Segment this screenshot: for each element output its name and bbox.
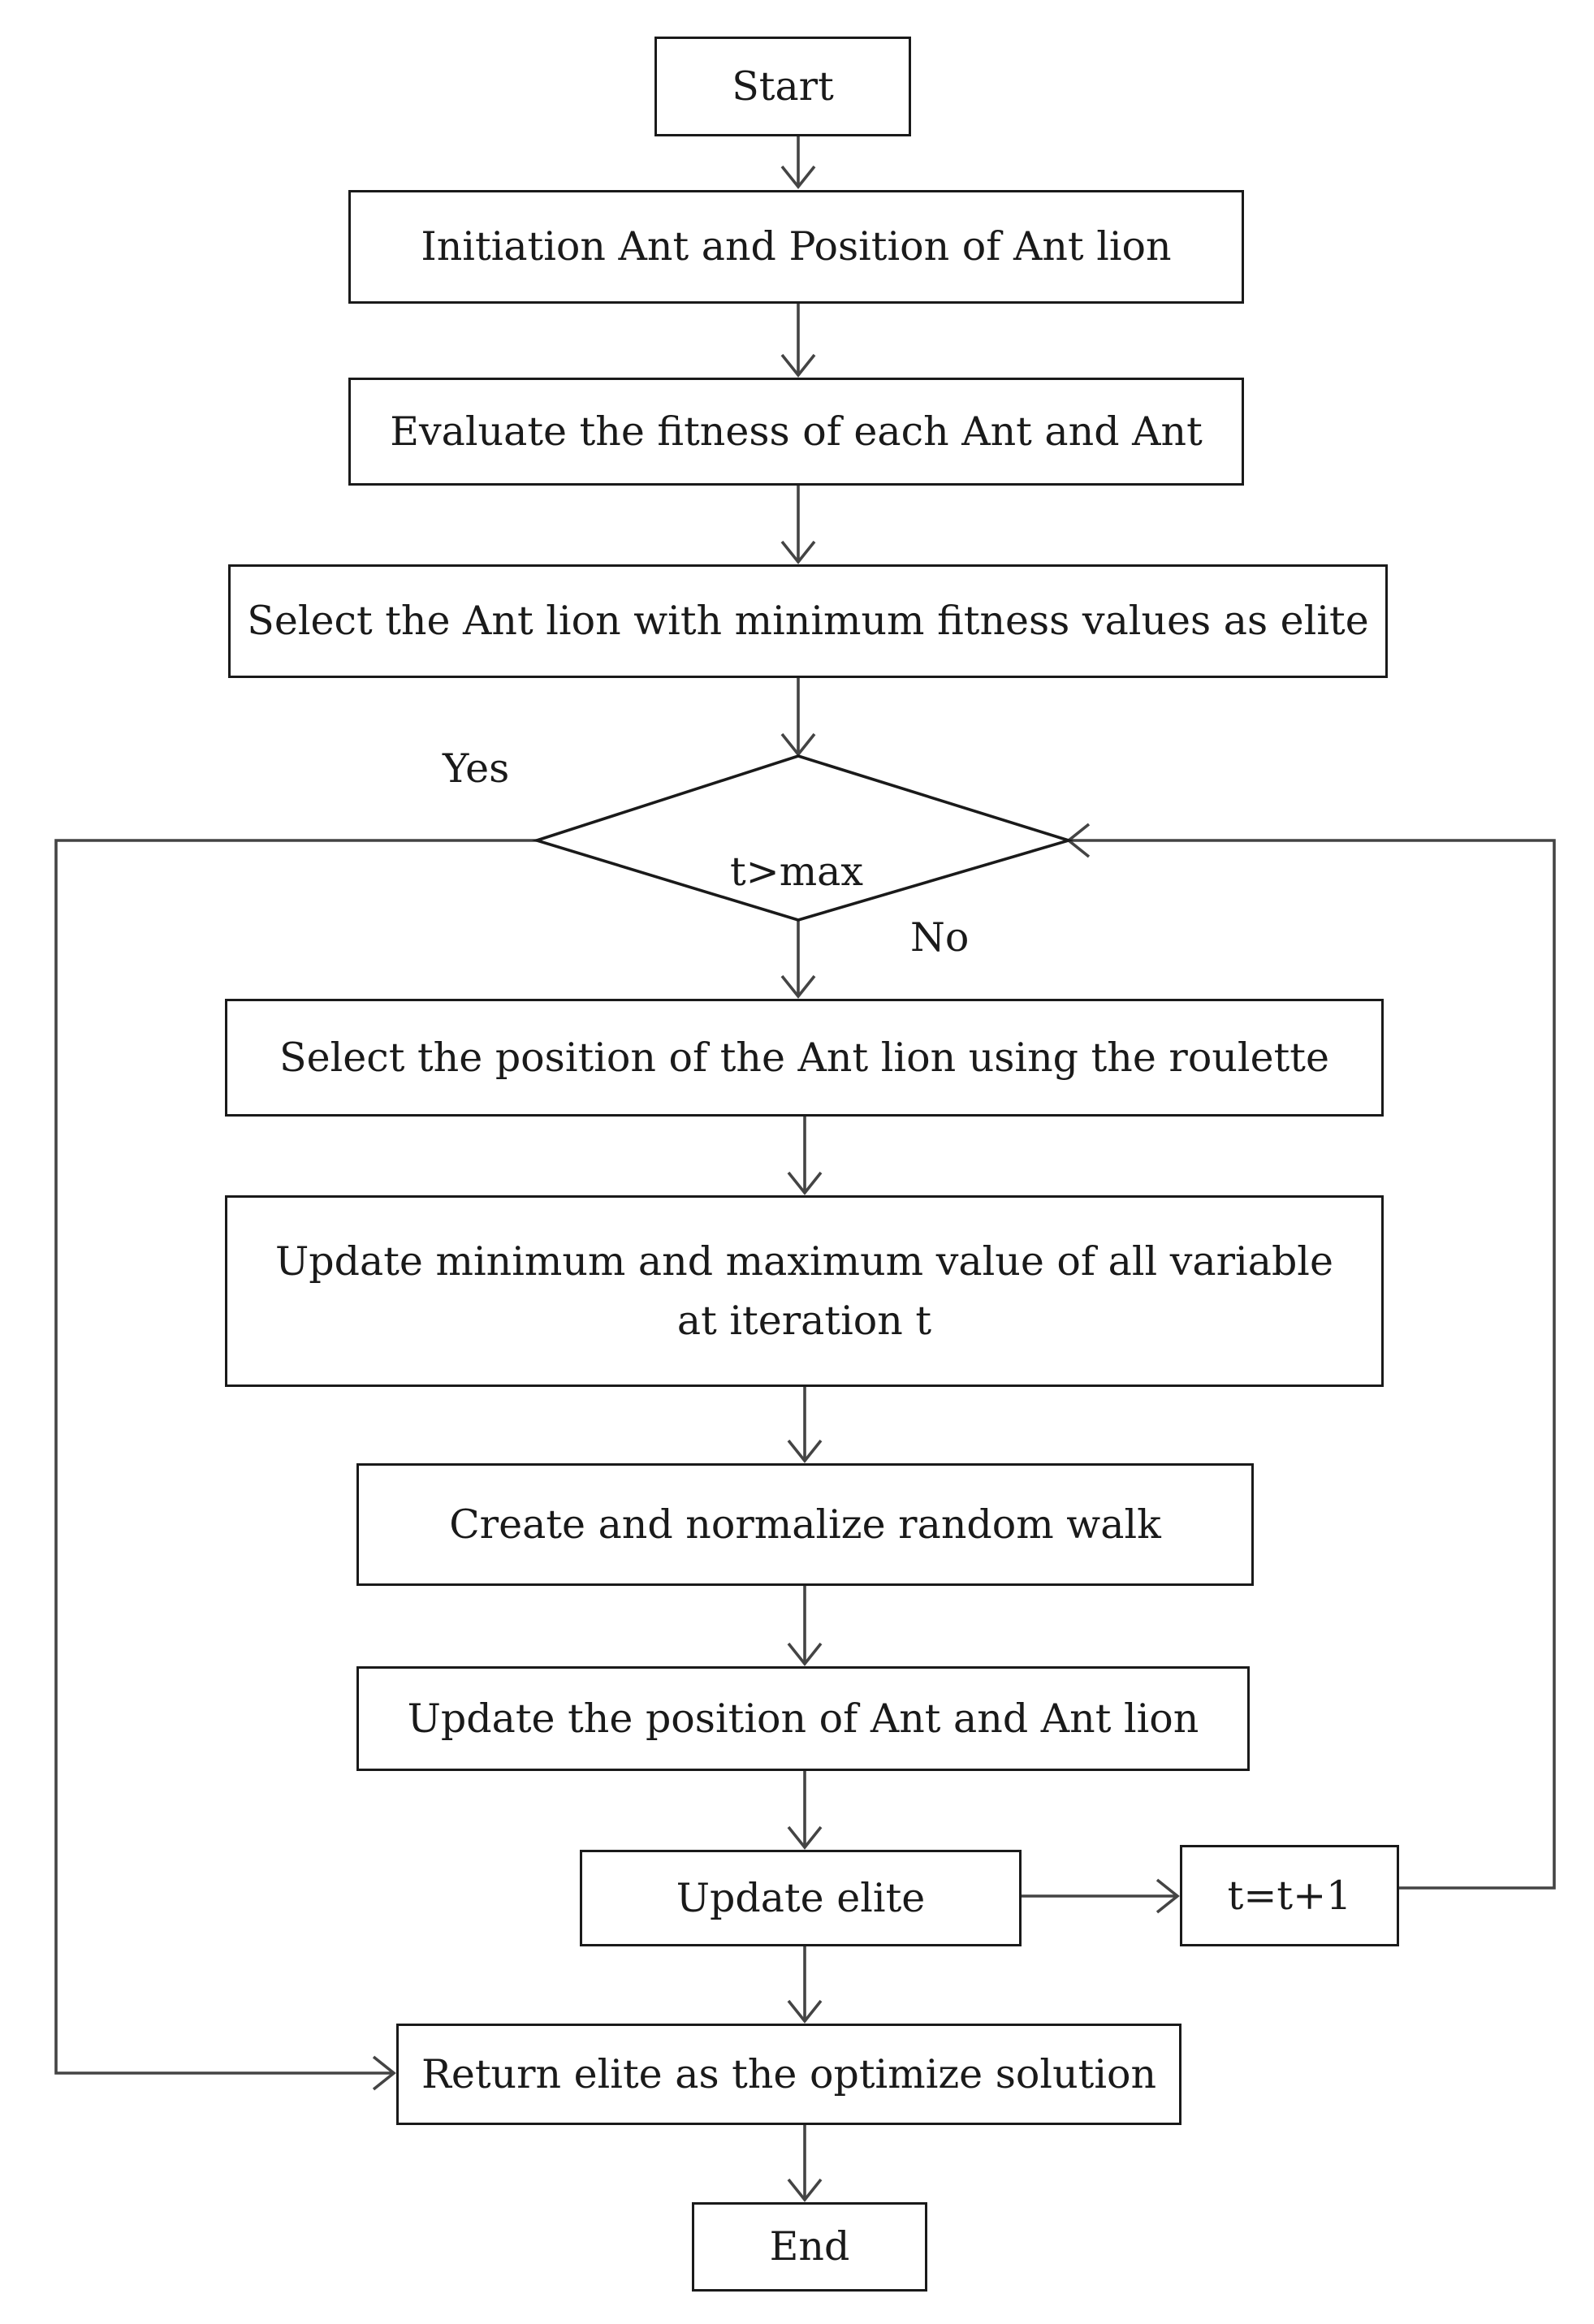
decision-diamond (531, 754, 1074, 922)
no-label: No (910, 914, 970, 961)
yes-branch-connector (54, 839, 537, 2091)
update-elite-step: Update elite (580, 1850, 1022, 1946)
arrow-roulette-to-update-minmax (787, 1117, 823, 1195)
select-elite-step: Select the Ant lion with minimum fitness… (228, 564, 1388, 678)
evaluate-step: Evaluate the fitness of each Ant and Ant (348, 378, 1244, 486)
update-position-step: Update the position of Ant and Ant lion (356, 1666, 1250, 1771)
init-step: Initiation Ant and Position of Ant lion (348, 190, 1244, 304)
arrow-decision-to-roulette (780, 920, 816, 999)
arrow-select-to-decision (780, 678, 816, 757)
increment-step: t=t+1 (1180, 1845, 1399, 1946)
arrow-start-to-init (780, 136, 816, 189)
roulette-step: Select the position of the Ant lion usin… (225, 999, 1384, 1117)
start-terminal: Start (654, 37, 911, 136)
arrow-random-walk-to-update-position (787, 1586, 823, 1666)
arrow-update-elite-to-increment (1022, 1878, 1180, 1914)
random-walk-step: Create and normalize random walk (356, 1463, 1254, 1586)
arrow-evaluate-to-select (780, 486, 816, 564)
end-terminal: End (692, 2202, 927, 2292)
arrow-return-to-end (787, 2125, 823, 2202)
decision-condition: t>max (729, 848, 864, 895)
arrow-update-elite-to-return (787, 1946, 823, 2024)
update-minmax-step: Update minimum and maximum value of all … (225, 1195, 1384, 1387)
yes-label: Yes (443, 745, 510, 792)
arrow-init-to-evaluate (780, 304, 816, 378)
arrow-update-position-to-update-elite (787, 1771, 823, 1850)
return-elite-step: Return elite as the optimize solution (396, 2024, 1181, 2125)
arrow-update-minmax-to-random-walk (787, 1387, 823, 1463)
